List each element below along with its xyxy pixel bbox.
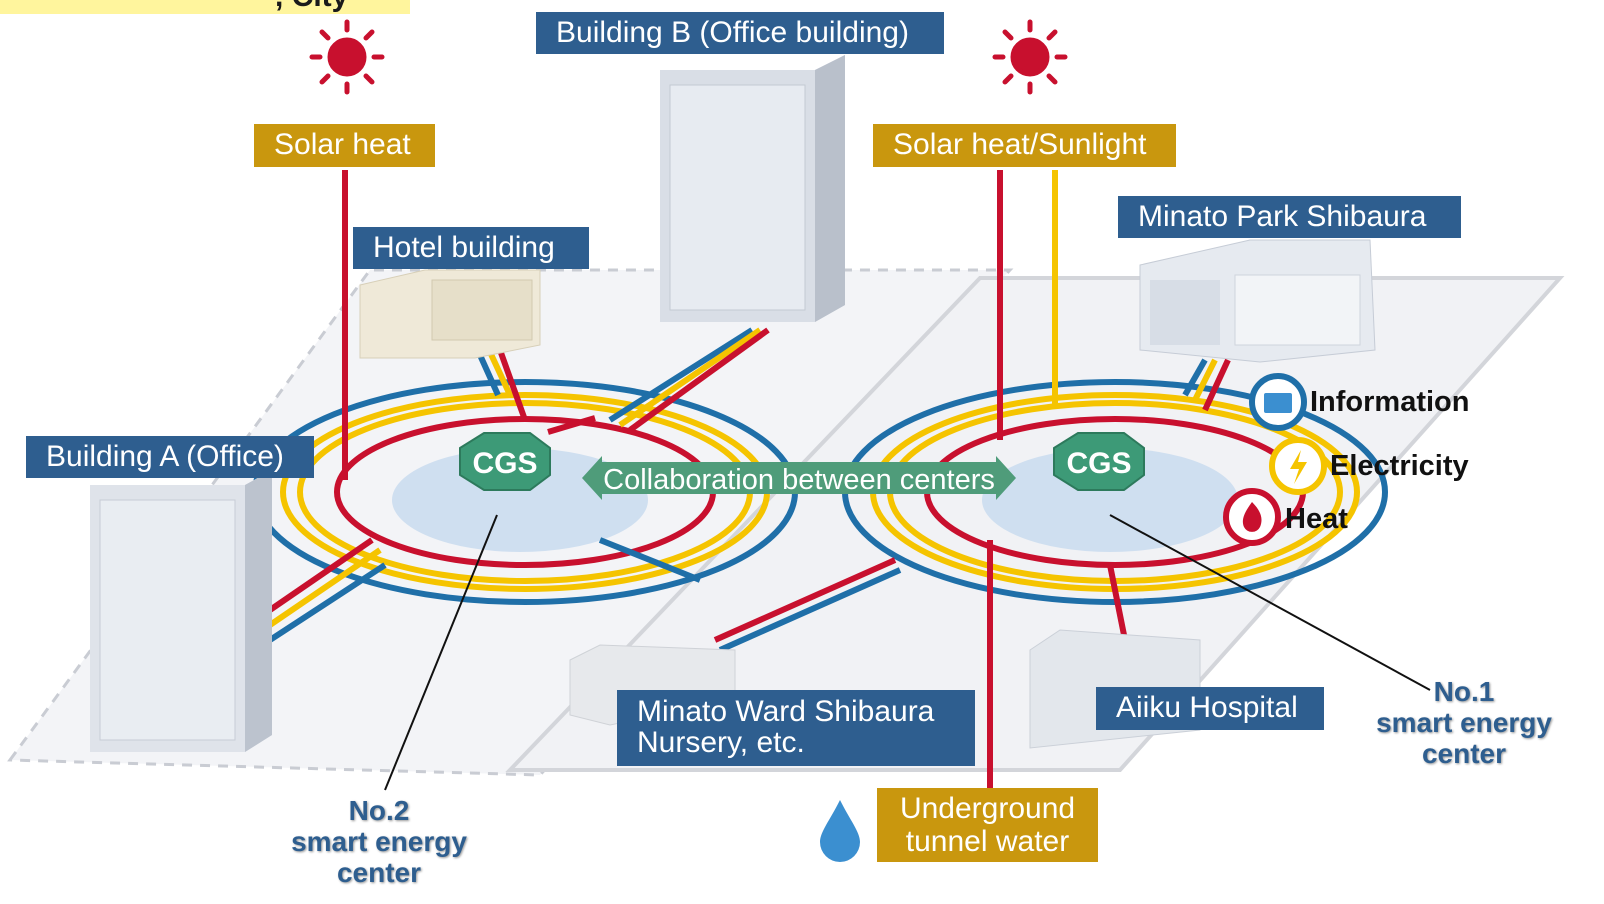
right-center-pad: [982, 448, 1238, 552]
no2-line1: No.2: [348, 795, 410, 826]
label-nursery: Minato Ward Shibaura Nursery, etc.: [617, 690, 975, 766]
title-banner: , City: [0, 0, 410, 14]
sun-icon-left: [309, 19, 385, 95]
cgs-label-right: CGS: [1066, 447, 1131, 480]
information-legend-icon: [1249, 373, 1307, 431]
lightning-icon: [1290, 450, 1307, 484]
no1-center-label: No.1 smart energy center: [1366, 676, 1562, 769]
no1-line3: center: [1421, 738, 1507, 769]
no1-line2: smart energy: [1376, 707, 1552, 738]
folder-icon: [1264, 393, 1292, 413]
feeder-lines: [268, 170, 1231, 790]
label-hotel-building: Hotel building: [353, 227, 589, 269]
minato-park-shape: [1139, 239, 1376, 363]
label-solar-heat: Solar heat: [254, 124, 435, 167]
label-nursery-line2: Nursery, etc.: [637, 726, 805, 759]
legend-information: Information: [1310, 386, 1470, 418]
label-tunnel-water: Underground tunnel water: [877, 788, 1098, 862]
building-a-shape: [90, 470, 272, 752]
no2-center-label: No.2 smart energy center: [281, 795, 477, 888]
label-minato-park: Minato Park Shibaura: [1118, 196, 1461, 238]
no1-pointer-line: [1109, 514, 1431, 691]
label-hospital: Aiiku Hospital: [1096, 687, 1324, 730]
no2-line3: center: [336, 857, 422, 888]
title-fragment: , City: [275, 0, 348, 14]
water-drop-icon: [820, 800, 860, 862]
hotel-building-shape: [359, 269, 541, 359]
heat-legend-icon: [1223, 488, 1281, 546]
no2-line2: smart energy: [291, 826, 467, 857]
collaboration-arrow: [582, 456, 1016, 500]
collaboration-label: Collaboration between centers: [603, 464, 995, 496]
flame-icon: [1242, 502, 1262, 532]
cgs-badge-right: CGS: [1053, 432, 1145, 491]
label-building-a: Building A (Office): [26, 436, 314, 478]
label-tunnel-water-line1: Underground: [899, 792, 1076, 825]
cgs-badge-left: CGS: [459, 432, 551, 491]
no1-line1: No.1: [1433, 676, 1495, 707]
electricity-legend-icon: [1269, 437, 1327, 495]
left-center-pad: [392, 448, 648, 552]
sun-icon-right: [992, 19, 1068, 95]
legend-heat: Heat: [1285, 503, 1348, 535]
no2-pointer-line: [384, 514, 498, 791]
legend-electricity: Electricity: [1330, 450, 1469, 482]
label-building-b: Building B (Office building): [536, 12, 944, 54]
label-tunnel-water-line2: tunnel water: [905, 825, 1070, 858]
label-solar-sunlight: Solar heat/Sunlight: [873, 124, 1176, 167]
label-nursery-line1: Minato Ward Shibaura: [637, 695, 935, 728]
cgs-label-left: CGS: [472, 447, 537, 480]
building-b-shape: [660, 55, 845, 322]
